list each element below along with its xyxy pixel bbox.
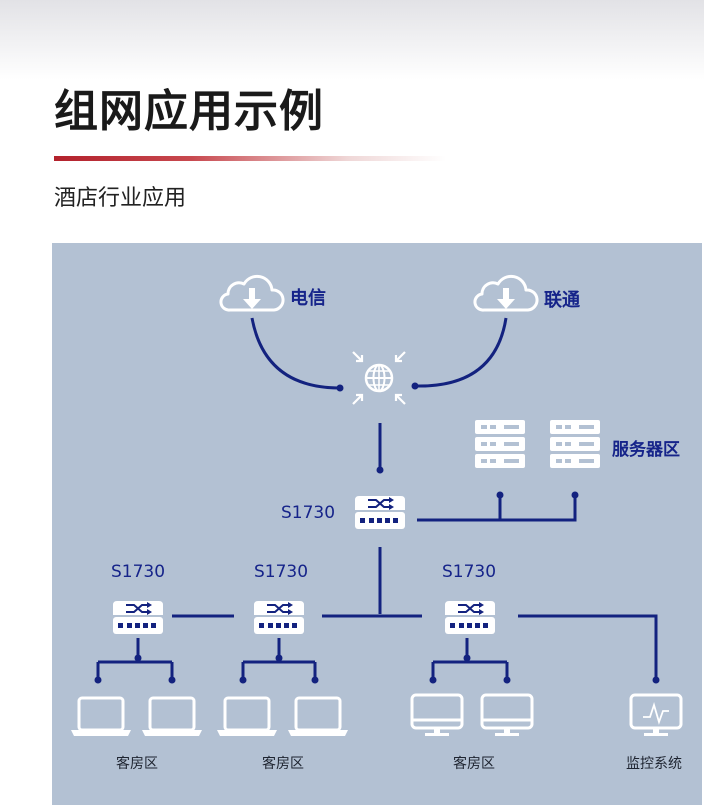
laptop-icon-3 bbox=[215, 696, 279, 738]
link-telecom bbox=[250, 317, 341, 390]
switch-icon-right bbox=[444, 600, 496, 635]
server-icon-1 bbox=[475, 420, 525, 468]
cloud-download-icon-unicom bbox=[473, 274, 539, 312]
laptop-icon-2 bbox=[140, 696, 204, 738]
server-area-label: 服务器区 bbox=[612, 439, 680, 460]
zone-label-monitoring: 监控系统 bbox=[626, 756, 682, 772]
zone-label-2: 客房区 bbox=[262, 755, 304, 772]
isp-telecom-label: 电信 bbox=[290, 287, 326, 309]
connection-lines bbox=[96, 317, 658, 680]
link-zone-3 bbox=[431, 638, 509, 680]
link-core-servers bbox=[417, 497, 577, 522]
laptop-icon-4 bbox=[286, 696, 350, 738]
desktop-icon-2 bbox=[480, 693, 534, 738]
connection-dots bbox=[94, 382, 660, 684]
server-icon-2 bbox=[550, 420, 600, 468]
isp-unicom-label: 联通 bbox=[544, 290, 580, 311]
cloud-download-icon-telecom bbox=[219, 274, 285, 312]
globe-icon bbox=[352, 351, 406, 405]
switch-icon-left bbox=[112, 600, 164, 635]
title-underline bbox=[54, 156, 446, 161]
zone-label-3: 客房区 bbox=[453, 755, 495, 772]
switch-left-label: S1730 bbox=[111, 562, 165, 582]
switch-icon-core bbox=[354, 495, 406, 530]
laptop-icon-1 bbox=[69, 696, 133, 738]
desktop-icon-1 bbox=[410, 693, 464, 738]
switch-middle-label: S1730 bbox=[254, 562, 308, 582]
link-monitor bbox=[518, 614, 658, 678]
link-unicom bbox=[414, 317, 508, 388]
monitoring-screen-icon bbox=[629, 693, 683, 738]
core-switch-label: S1730 bbox=[281, 503, 335, 523]
link-zone-1 bbox=[96, 638, 174, 680]
page-title: 组网应用示例 bbox=[54, 86, 324, 137]
page-subtitle: 酒店行业应用 bbox=[54, 186, 187, 211]
switch-right-label: S1730 bbox=[442, 562, 496, 582]
link-zone-2 bbox=[241, 638, 317, 680]
switch-icon-middle bbox=[253, 600, 305, 635]
header-band bbox=[0, 0, 704, 80]
zone-label-1: 客房区 bbox=[116, 755, 158, 772]
